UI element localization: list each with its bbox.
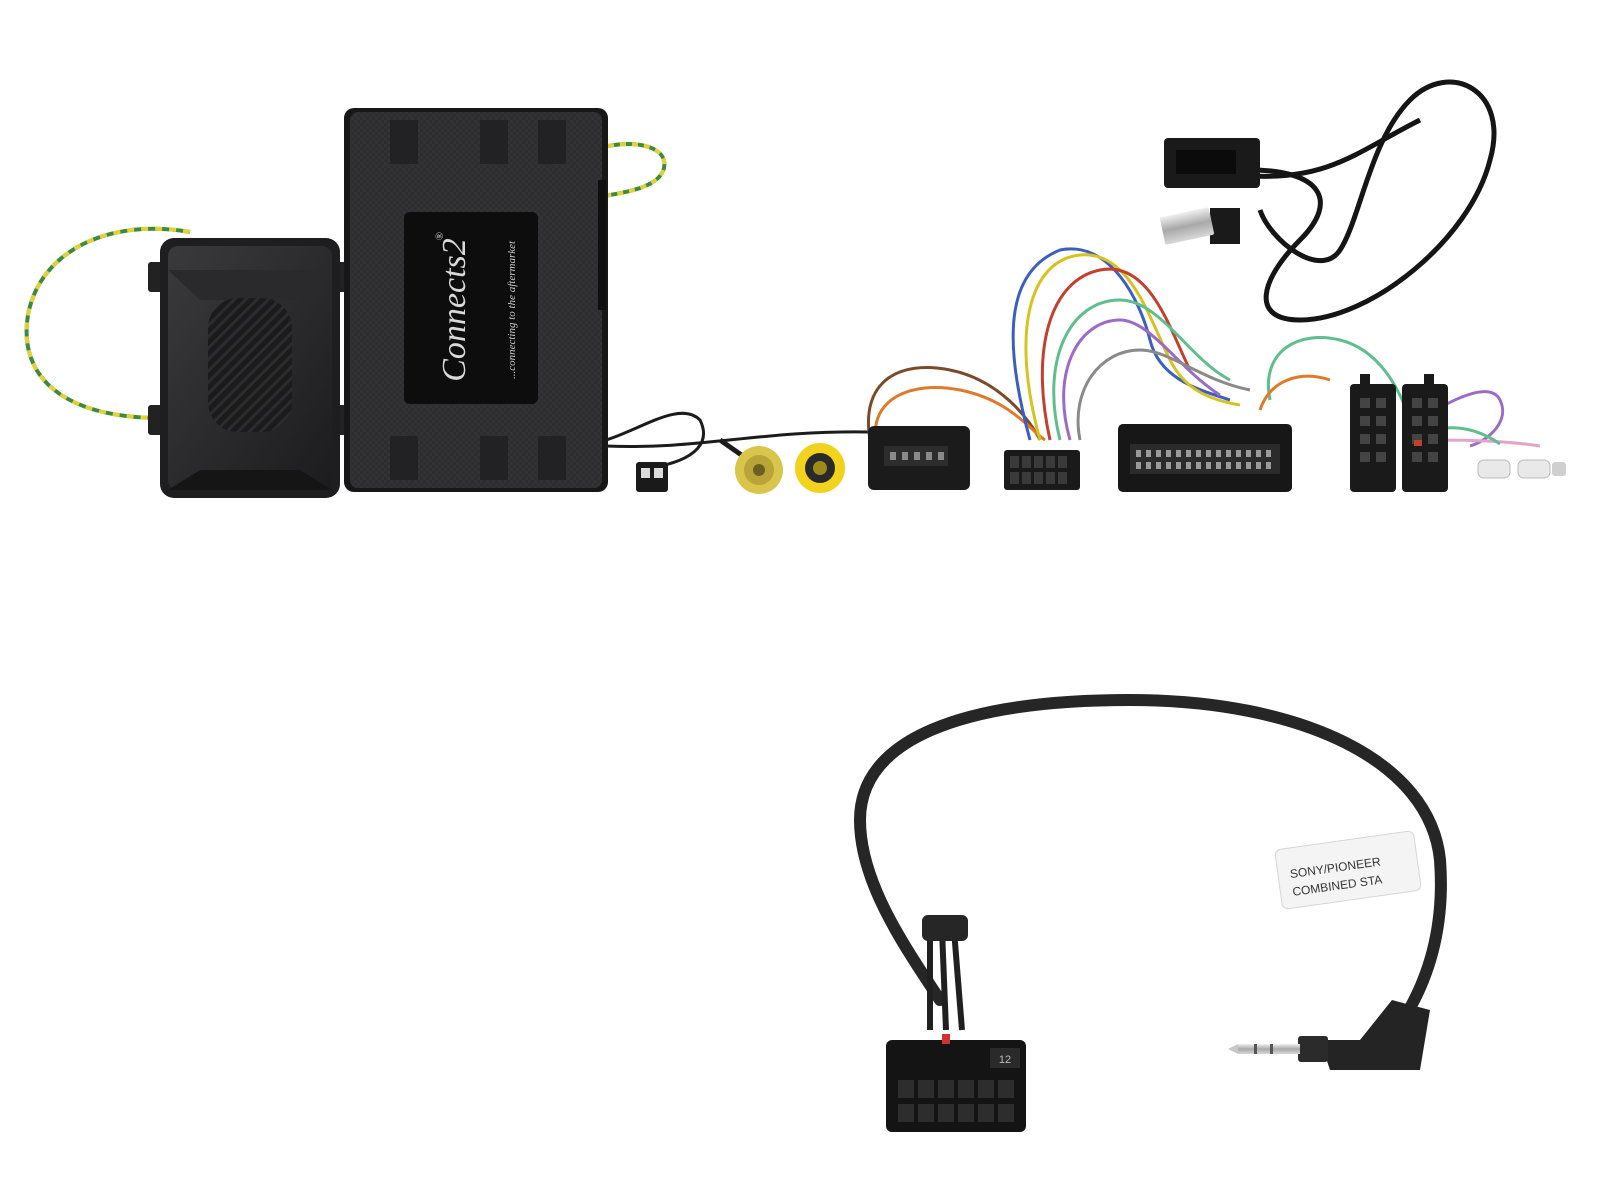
vehicle-connector-c: [1118, 424, 1292, 492]
vent-grille: [208, 298, 292, 432]
rca-socket-yellow: [795, 443, 845, 493]
small-2pin-connector: [636, 462, 668, 492]
3-5mm-jack-plug: [1228, 1000, 1430, 1070]
twisted-wire-right: [603, 142, 667, 198]
connects2-logo: Connects2 ® ...connecting to the afterma…: [434, 232, 518, 382]
rca-socket-gold: [718, 437, 783, 494]
stereo-patch-lead: SONY/PIONEER COMBINED STA 12: [853, 693, 1447, 1132]
harness-wire-bundle: [867, 247, 1541, 448]
usb-a-plug-body: [1210, 208, 1240, 244]
logo-tagline: ...connecting to the aftermarket: [506, 240, 518, 379]
connector-pin-number: 12: [999, 1054, 1011, 1066]
registered-mark: ®: [434, 232, 446, 240]
small-interface-box: [148, 238, 350, 498]
main-interface-module: Connects2 ® ...connecting to the afterma…: [344, 108, 608, 492]
vehicle-connector-b: [1004, 450, 1080, 490]
cable-label-tag: SONY/PIONEER COMBINED STA: [1274, 830, 1422, 910]
usb-a-plug-metal: [1160, 207, 1214, 245]
logo-panel: [404, 212, 538, 404]
black-wires: [605, 411, 871, 470]
vehicle-connector-a: [868, 426, 970, 490]
usb-extension-cable: [1160, 79, 1497, 323]
iso-connector-pair: [1350, 374, 1448, 492]
twisted-wire-left: [24, 226, 191, 421]
logo-brand: Connects2: [436, 238, 473, 382]
white-spade-plugs: [1477, 459, 1566, 479]
12-pin-connector: 12: [886, 1034, 1026, 1132]
